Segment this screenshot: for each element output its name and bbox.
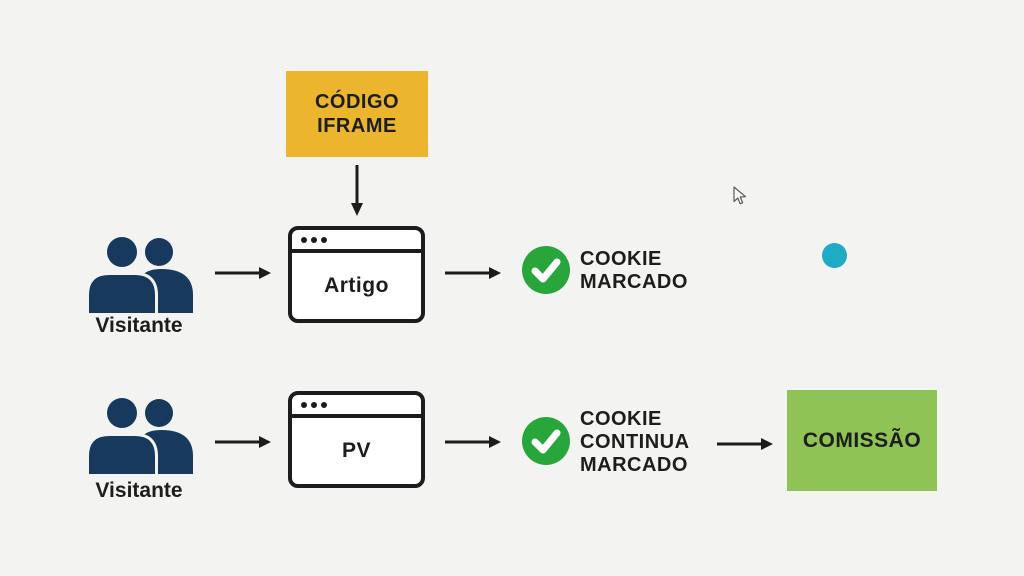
visitor-label-top: Visitante	[95, 314, 183, 337]
commission-label: COMISSÃO	[802, 428, 922, 452]
browser-window-artigo: Artigo	[288, 226, 425, 323]
visitor-label-bottom: Visitante	[95, 479, 183, 502]
cookie-status-label-top: COOKIE MARCADO	[580, 248, 688, 293]
arrow-right-icon	[215, 436, 271, 448]
visitors-icon	[87, 237, 193, 313]
browser-page-label: PV	[341, 439, 371, 462]
arrow-right-icon	[215, 267, 271, 279]
browser-dot-icon	[311, 236, 317, 243]
arrow-down-icon	[351, 165, 363, 216]
mouse-pointer-icon	[733, 186, 747, 205]
arrow-right-icon	[717, 438, 773, 450]
browser-titlebar	[292, 230, 421, 253]
iframe-code-box: CÓDIGO IFRAME	[286, 71, 428, 157]
browser-page-label: Artigo	[324, 274, 389, 297]
iframe-code-label: CÓDIGO IFRAME	[314, 91, 400, 137]
arrow-right-icon	[445, 267, 501, 279]
visitors-icon	[87, 398, 193, 474]
cookie-status-label-bottom: COOKIE CONTINUA MARCADO	[580, 408, 690, 476]
browser-dot-icon	[301, 401, 307, 408]
arrow-right-icon	[445, 436, 501, 448]
browser-titlebar	[292, 395, 421, 418]
browser-dot-icon	[321, 401, 327, 408]
commission-box: COMISSÃO	[787, 390, 937, 491]
browser-window-pv: PV	[288, 391, 425, 488]
check-circle-icon	[522, 417, 570, 465]
check-circle-icon	[522, 246, 570, 294]
cyan-dot	[822, 243, 847, 268]
browser-dot-icon	[301, 236, 307, 243]
browser-dot-icon	[321, 236, 327, 243]
browser-dot-icon	[311, 401, 317, 408]
